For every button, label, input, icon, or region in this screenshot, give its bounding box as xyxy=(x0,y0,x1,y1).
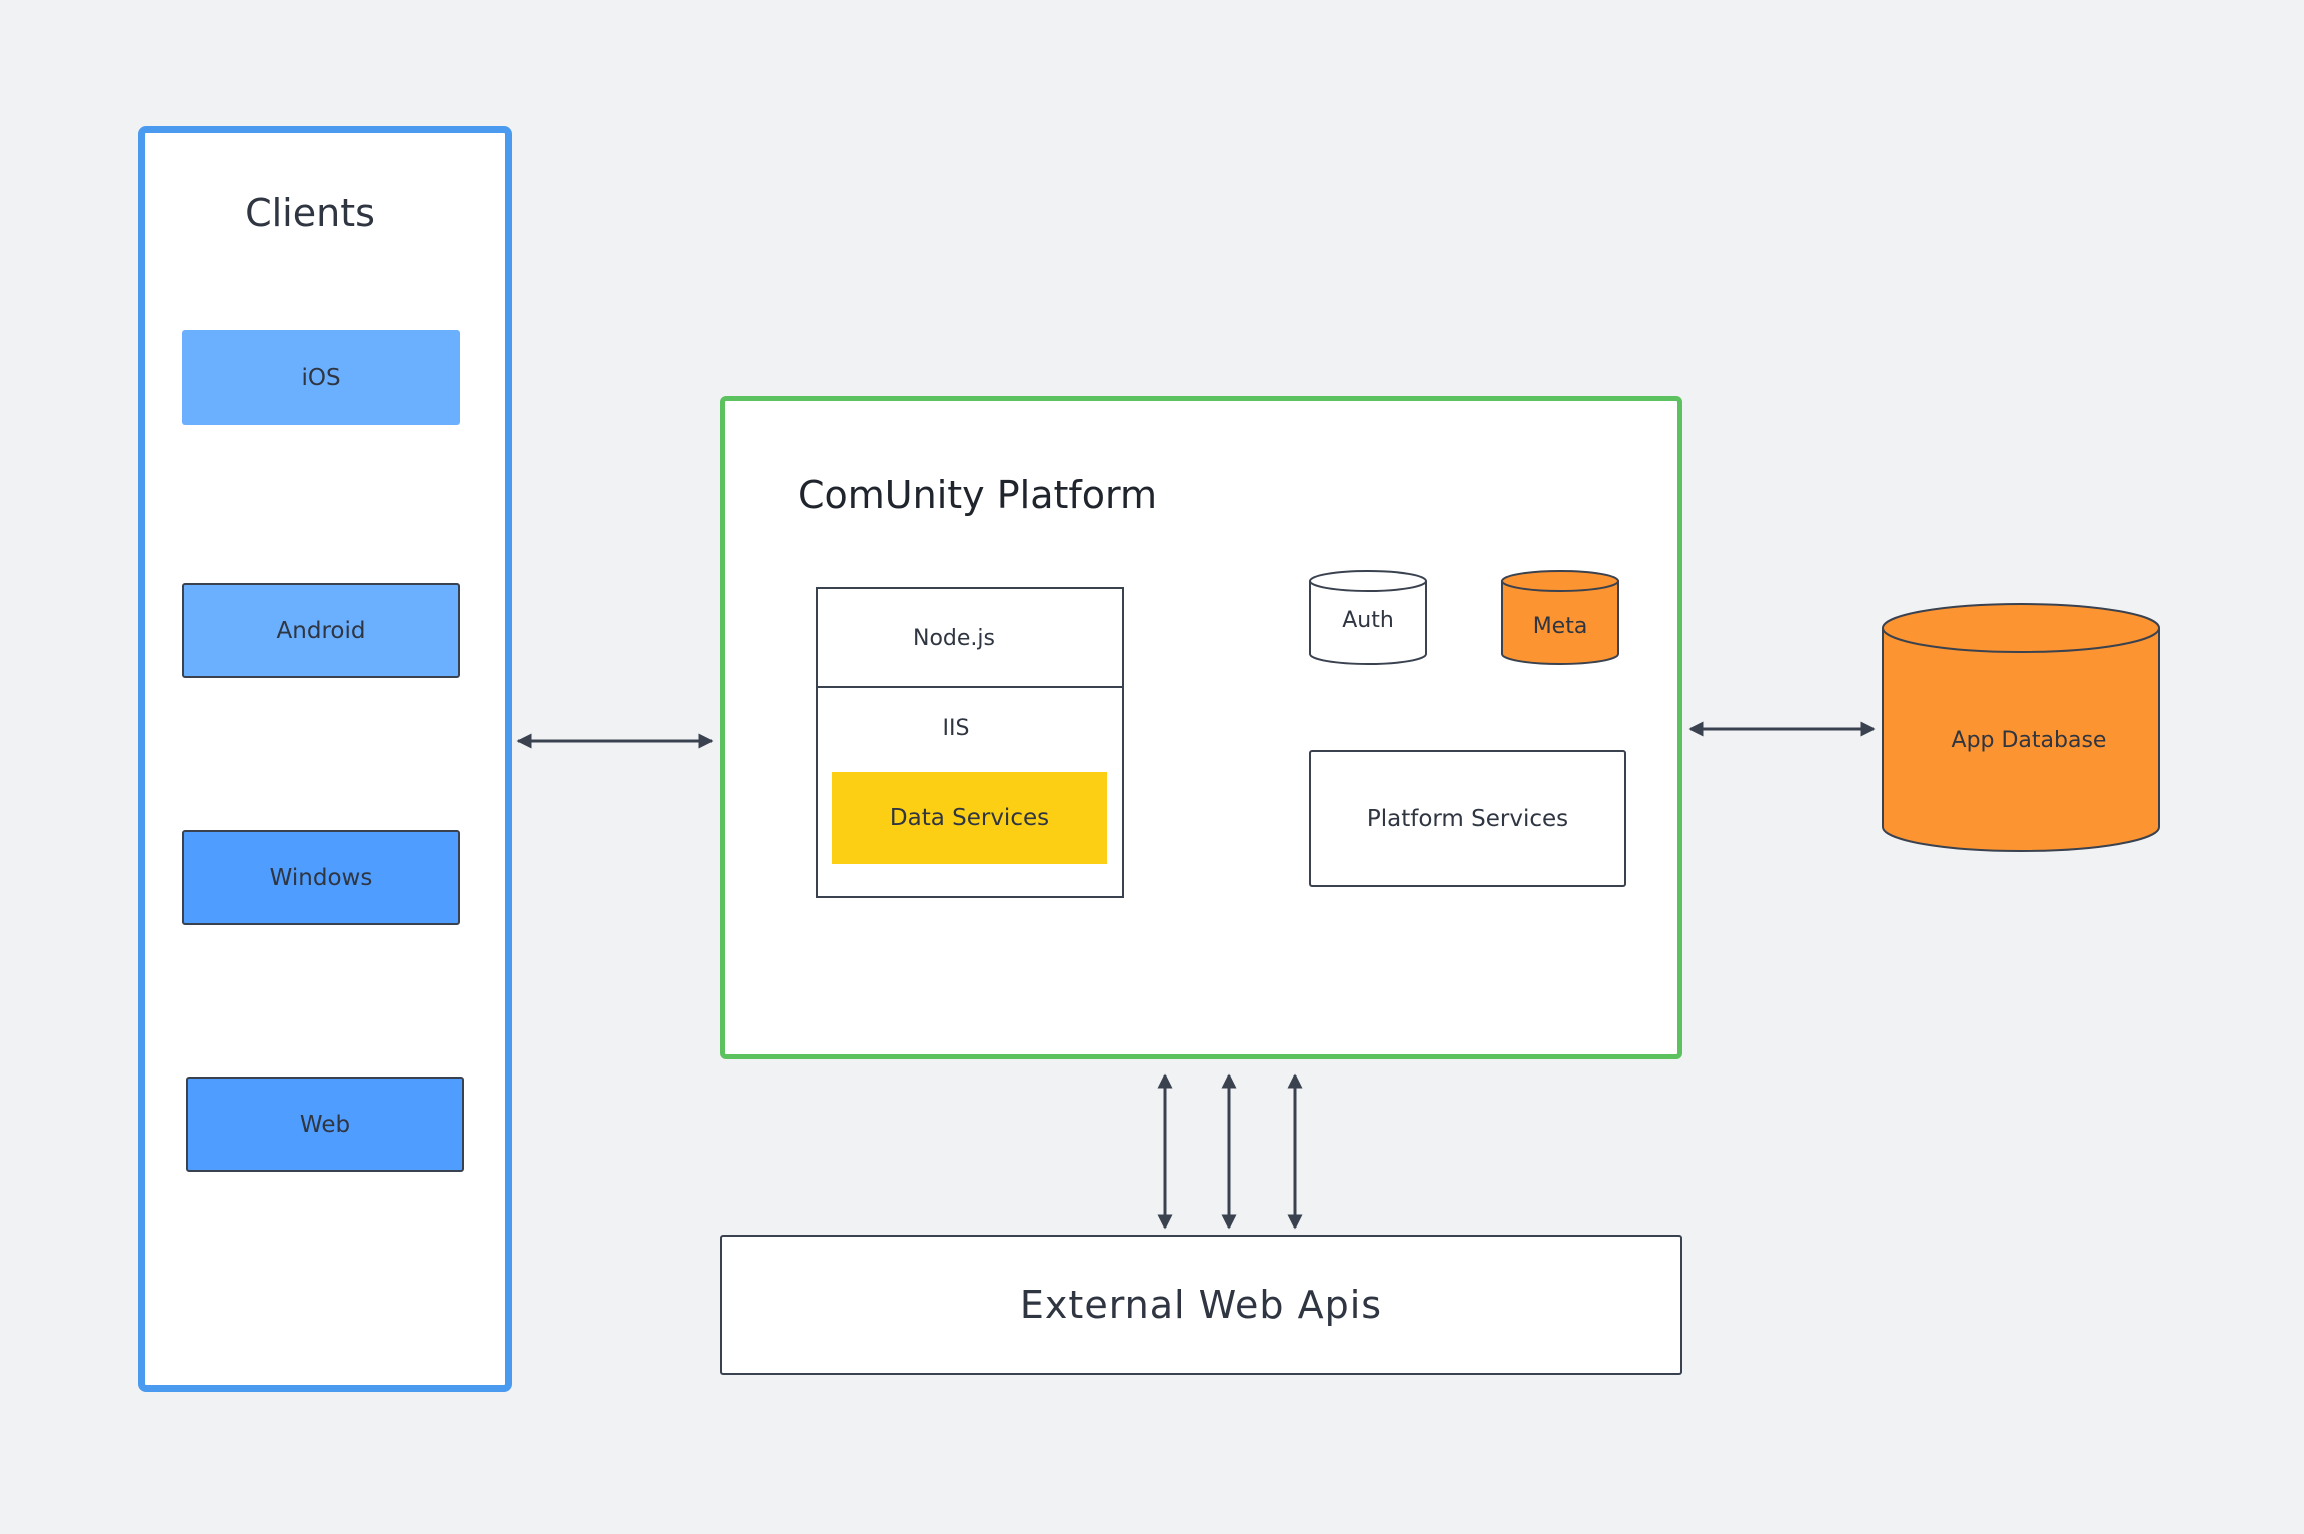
platform-title: ComUnity Platform xyxy=(798,473,1157,517)
client-android-box: Android xyxy=(182,583,460,678)
client-ios-box: iOS xyxy=(182,330,460,425)
app-database-cylinder: App Database xyxy=(1882,603,2160,852)
nodejs-layer: Node.js xyxy=(913,625,995,651)
iis-layer: IIS xyxy=(942,715,970,741)
client-windows-box: Windows xyxy=(182,830,460,925)
external-web-apis-box: External Web Apis xyxy=(720,1235,1682,1375)
data-services-box: Data Services xyxy=(832,772,1107,864)
stack-divider xyxy=(816,686,1124,688)
platform-services-box: Platform Services xyxy=(1309,750,1626,887)
app-database-label: App Database xyxy=(1952,728,2107,753)
client-web-box: Web xyxy=(186,1077,464,1172)
clients-group xyxy=(138,126,512,1392)
clients-title: Clients xyxy=(245,191,375,235)
